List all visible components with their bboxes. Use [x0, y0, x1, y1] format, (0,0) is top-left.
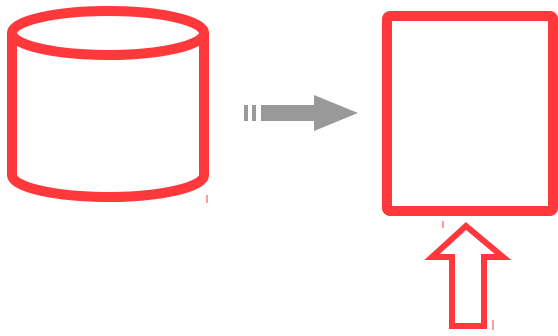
- arrow-up-icon: [424, 222, 512, 329]
- arrow-dash-2: [252, 105, 256, 121]
- arrow-dash-1: [244, 105, 248, 121]
- cylinder-top: [7, 6, 209, 60]
- arrow-main: [261, 95, 358, 131]
- cylinder-body: [7, 33, 209, 202]
- box-icon: [382, 11, 558, 216]
- arrow-right-icon: [244, 95, 358, 131]
- database-icon: [7, 6, 209, 202]
